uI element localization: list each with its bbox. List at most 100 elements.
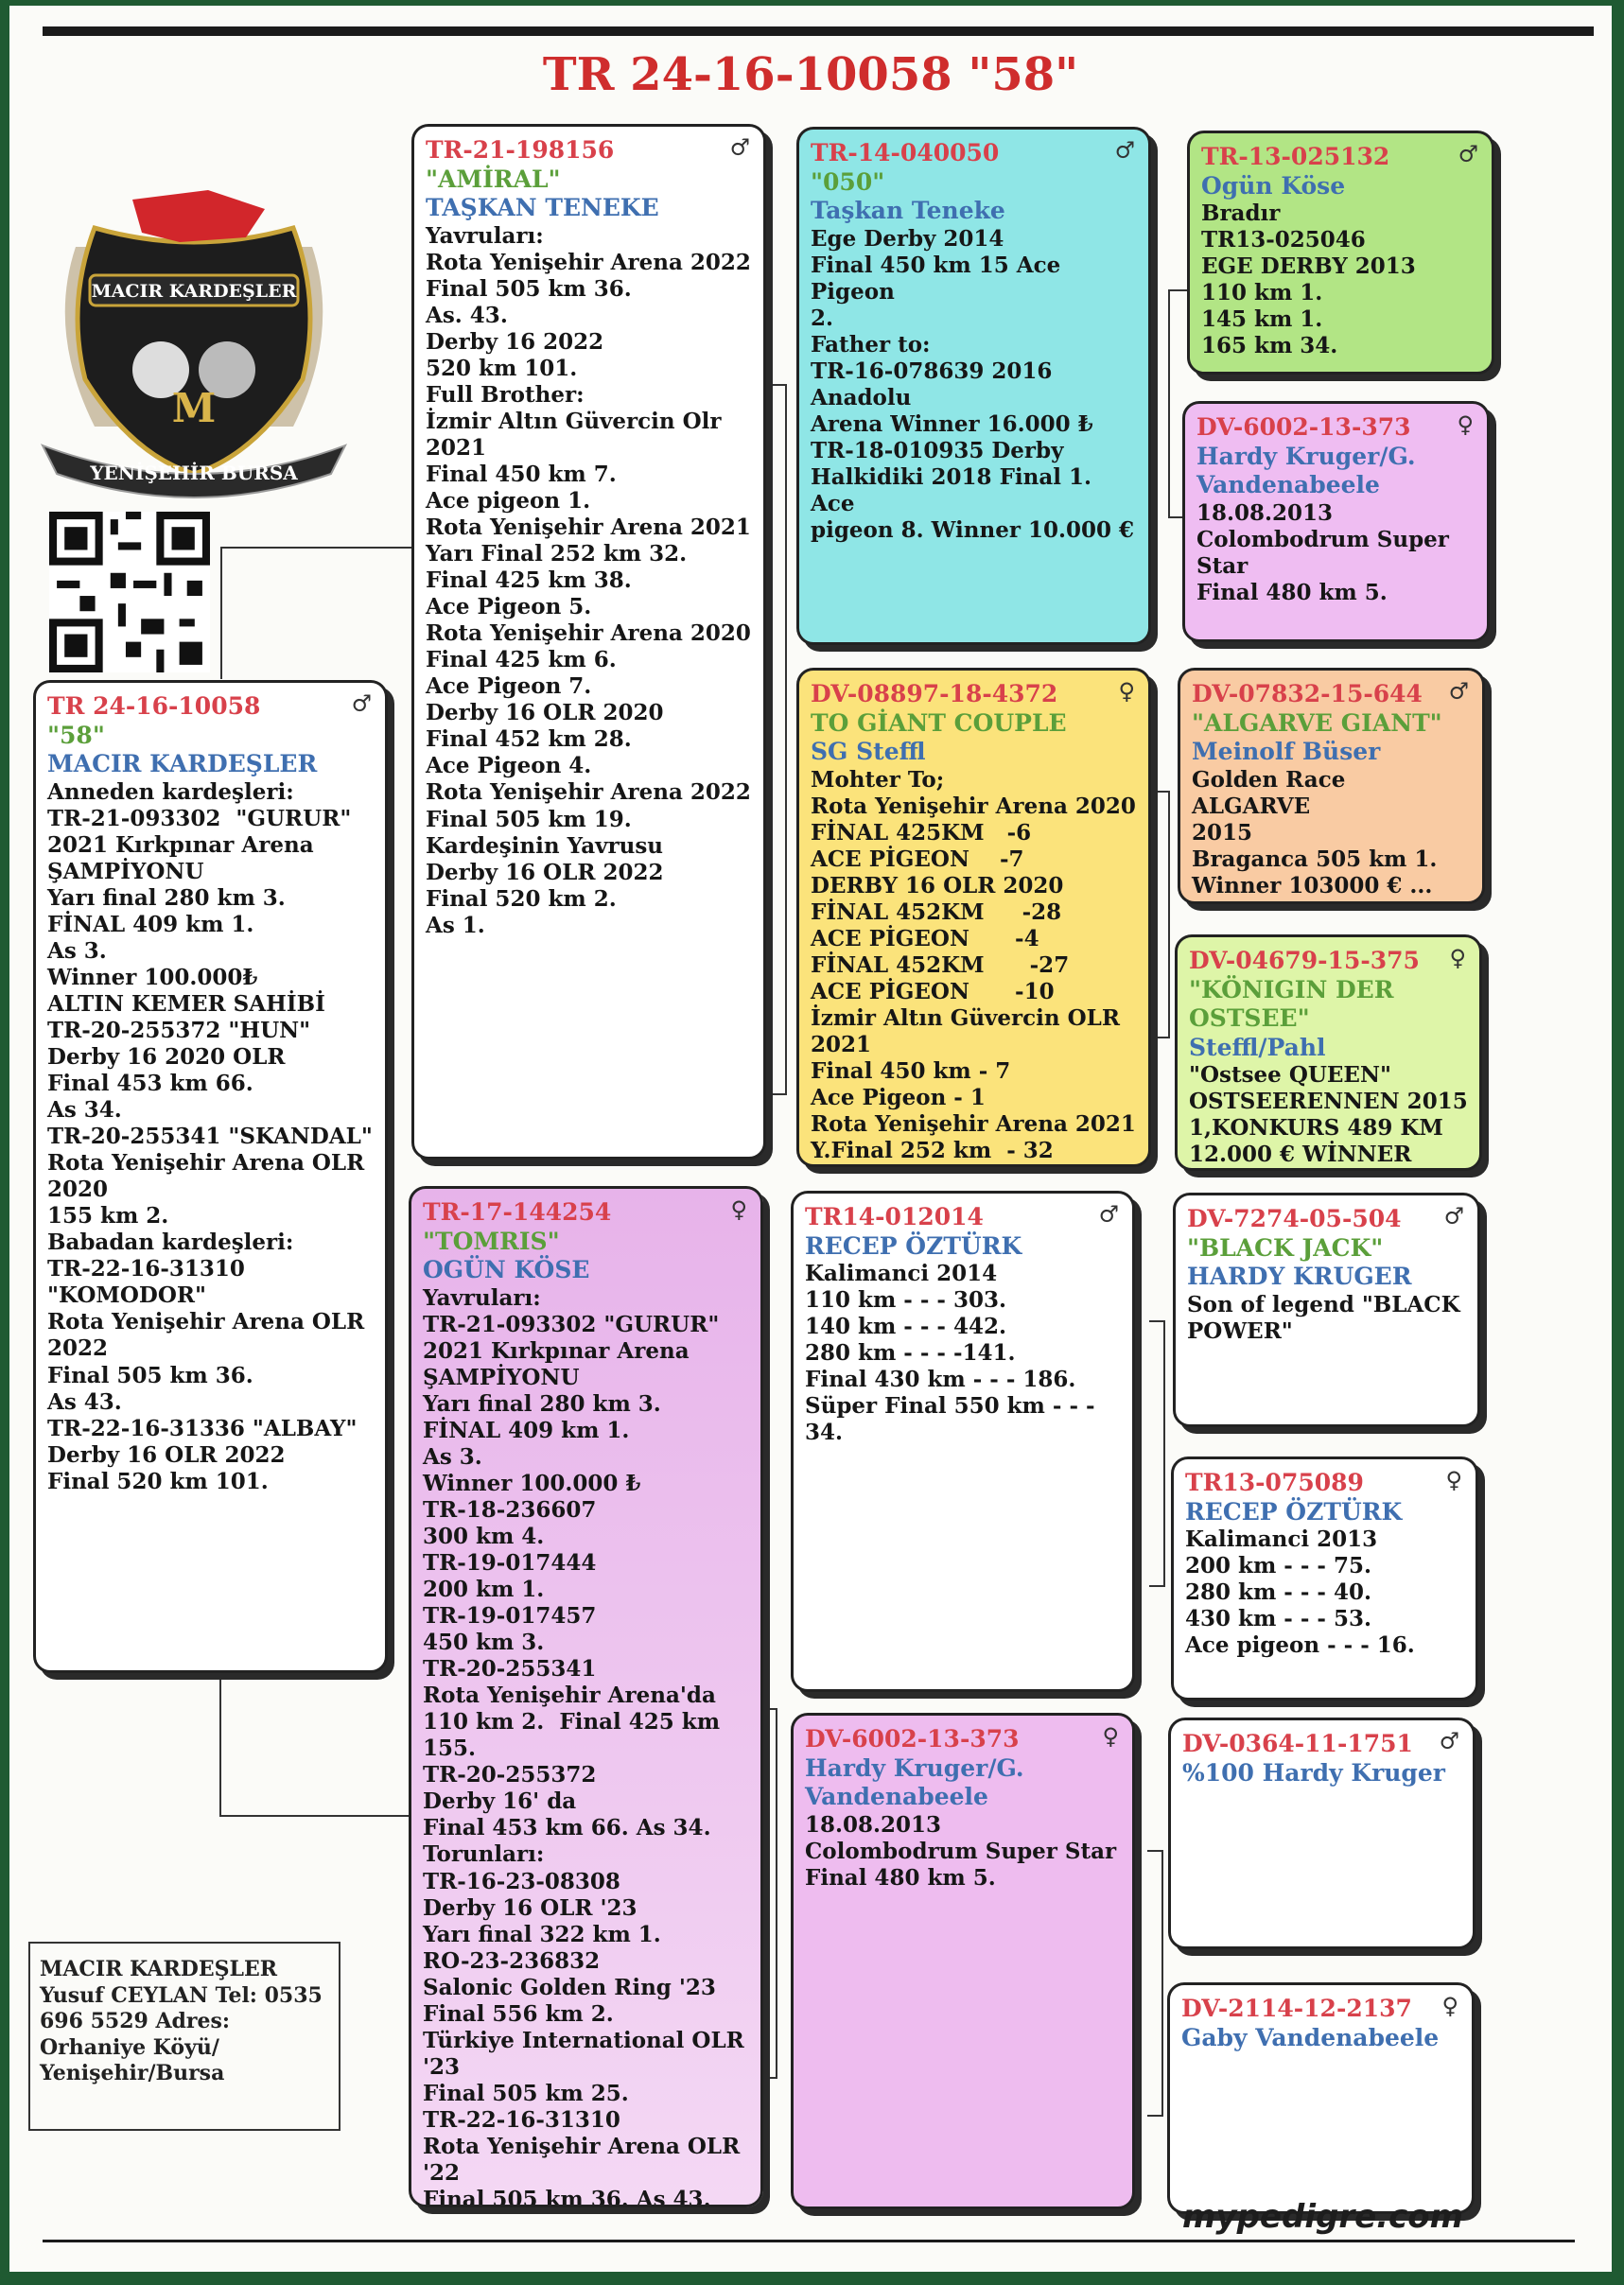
result-line: Erwird damit ebenfalis <box>1192 899 1471 901</box>
result-line: Full Brother: <box>426 381 585 408</box>
male-icon: ♂ <box>1114 137 1135 164</box>
female-icon: ♀ <box>1445 1467 1462 1493</box>
ring-number: DV-04679-15-375 <box>1189 947 1420 974</box>
pigeon-name: "ALGARVE GIANT" <box>1192 708 1442 737</box>
male-icon: ♂ <box>351 690 372 717</box>
male-icon: ♂ <box>1448 678 1469 705</box>
result-line: 165 km 34. <box>1201 333 1338 359</box>
result-line: 430 km - - - 53. <box>1185 1606 1371 1632</box>
contact-line: Yusuf CEYLAN <box>40 1982 208 2008</box>
result-line: 110 km 1. <box>1201 280 1323 306</box>
result-line: TR13-025046 <box>1201 227 1366 253</box>
result-line: Final 505 km 36. <box>426 275 632 302</box>
result-line: Final 452 km 28. <box>426 726 632 753</box>
result-line: Final 505 km 36. As 43. <box>423 2187 711 2207</box>
result-line: 2015 <box>1192 819 1253 846</box>
result-line: RO-23-236832 <box>423 1947 601 1974</box>
result-line: Derby 16 2022 <box>426 328 604 355</box>
result-line: Braganca 505 km 1. <box>1192 846 1438 872</box>
result-line: TR-22-16-31310 <box>423 2106 620 2133</box>
breeder-name: Taşkan Teneke <box>811 197 1005 224</box>
result-line: Süper Final 550 km - - - 34. <box>805 1393 1103 1446</box>
result-line: As 3. <box>423 1443 482 1470</box>
ring-number: DV-08897-18-4372 <box>811 680 1058 707</box>
female-icon: ♀ <box>730 1196 747 1223</box>
ring-number: TR-21-198156 <box>426 136 615 164</box>
result-line: ACE PİGEON -7 <box>811 846 1024 872</box>
breeder-name: Hardy Kruger/G. Vandenabeele <box>1196 442 1424 499</box>
result-line: 2022 <box>47 1335 109 1362</box>
result-line: As 43. <box>47 1388 122 1415</box>
pigeon-name: TO GİANT COUPLE <box>811 708 1067 737</box>
male-icon: ♂ <box>1443 1203 1464 1230</box>
pedigree-sheet: TR 24-16-10058 "58" M MACIR KARDEŞLER YE… <box>9 6 1612 2272</box>
result-line: "KOMODOR" <box>47 1282 206 1309</box>
result-line: Ace pigeon 1. <box>426 487 591 514</box>
result-line: 2021 <box>426 434 487 461</box>
card-sire-dam-dam: ♀DV-04679-15-375"KÖNIGIN DER OSTSEE"Stef… <box>1175 934 1482 1171</box>
result-line: OSTSEERENNEN 2015 <box>1189 1089 1468 1115</box>
breeder-name: RECEP ÖZTÜRK <box>805 1231 1022 1260</box>
result-line: POWER" <box>1187 1317 1293 1344</box>
result-line: İzmir Altın Güvercin OLR <box>811 1004 1120 1031</box>
result-line: Ace Pigeon 5. <box>426 594 592 620</box>
result-line: 140 km - - - 442. <box>805 1314 1006 1340</box>
result-line: 200 km - - - 75. <box>1185 1553 1371 1579</box>
result-line: Final 450 km 7. <box>426 461 617 487</box>
result-line: TR-18-010935 Derby <box>811 437 1064 463</box>
ring-number: TR-17-144254 <box>423 1198 612 1226</box>
result-line: ACE PİGEON -10 <box>811 978 1055 1004</box>
footer-brand: mypedigre.com <box>1182 2198 1464 2236</box>
result-line: Rota Yenişehir Arena 2021 <box>811 1111 1136 1138</box>
ring-number: DV-7274-05-504 <box>1187 1205 1402 1232</box>
result-line: FİNAL 452KM -28 <box>811 898 1062 925</box>
logo-letter: M <box>172 385 217 431</box>
pigeon-name: "KÖNIGIN DER OSTSEE" <box>1189 975 1403 1033</box>
result-line: 1,KONKURS 489 KM <box>1189 1115 1443 1142</box>
result-line: Star <box>1196 552 1249 579</box>
result-line: Rota Yenişehir Arena OLR <box>423 2134 741 2159</box>
result-line: TR-22-16-31336 "ALBAY" <box>47 1415 358 1441</box>
result-line: FİNAL 425KM -6 <box>811 819 1032 846</box>
result-line: Rota Yenişehir Arena 2022 <box>426 779 751 806</box>
result-line: Final 453 km 66. <box>47 1071 253 1097</box>
result-line: pigeon 8. Winner 10.000 € <box>811 517 1135 544</box>
result-line: TR-16-23-08308 <box>423 1868 620 1894</box>
result-line: 18.08.2013 <box>1196 499 1334 526</box>
breeder-name: Meinolf Büser <box>1192 738 1381 765</box>
result-line: 110 km 2. Final 425 km 155. <box>423 1709 728 1762</box>
result-line: Final 505 km 36. <box>47 1362 253 1388</box>
result-line: Final 425 km 6. <box>426 647 617 673</box>
result-line: Colombodrum Super <box>1196 526 1449 552</box>
breeder-name: Gaby Vandenabeele <box>1181 2023 1440 2051</box>
result-line: Ace Pigeon 7. <box>426 673 592 700</box>
result-line: 2020 <box>47 1177 109 1203</box>
breeder-name: Hardy Kruger/G. Vandenabeele <box>805 1753 1033 1811</box>
result-line: Final 505 km 19. <box>426 806 632 832</box>
pigeon-name: "58" <box>47 721 105 749</box>
result-line: 520 km 101. <box>426 355 578 381</box>
contact-line: Yenişehir/Bursa <box>40 2061 225 2085</box>
result-line: TR-20-255341 <box>423 1656 597 1683</box>
result-line: Final 556 km 2. <box>423 2000 614 2027</box>
result-line: Ege Derby 2014 <box>811 225 1004 252</box>
ring-number: DV-07832-15-644 <box>1192 680 1423 707</box>
result-line: Final 450 km 15 Ace Pigeon <box>811 252 1069 305</box>
result-line: Yavruları: <box>423 1284 541 1311</box>
pigeon-name: "TOMRIS" <box>423 1227 560 1255</box>
result-line: TR-22-16-31310 <box>47 1256 245 1282</box>
result-line: Ace pigeon - - - 16. <box>1185 1632 1415 1659</box>
result-line: Final 520 km 2. <box>426 885 617 912</box>
ring-number: TR14-012014 <box>805 1203 984 1230</box>
result-line: Golden Race ALGARVE <box>1192 766 1353 819</box>
result-line: TR-19-017457 <box>423 1603 597 1630</box>
result-line: Arena Winner 16.000 ₺ <box>811 410 1093 437</box>
result-line: TR-20-255372 <box>423 1762 597 1788</box>
qr-code <box>49 512 210 672</box>
breeder-name: TAŞKAN TENEKE <box>426 194 659 221</box>
result-line: 12.000 € WİNNER <box>1189 1142 1412 1168</box>
